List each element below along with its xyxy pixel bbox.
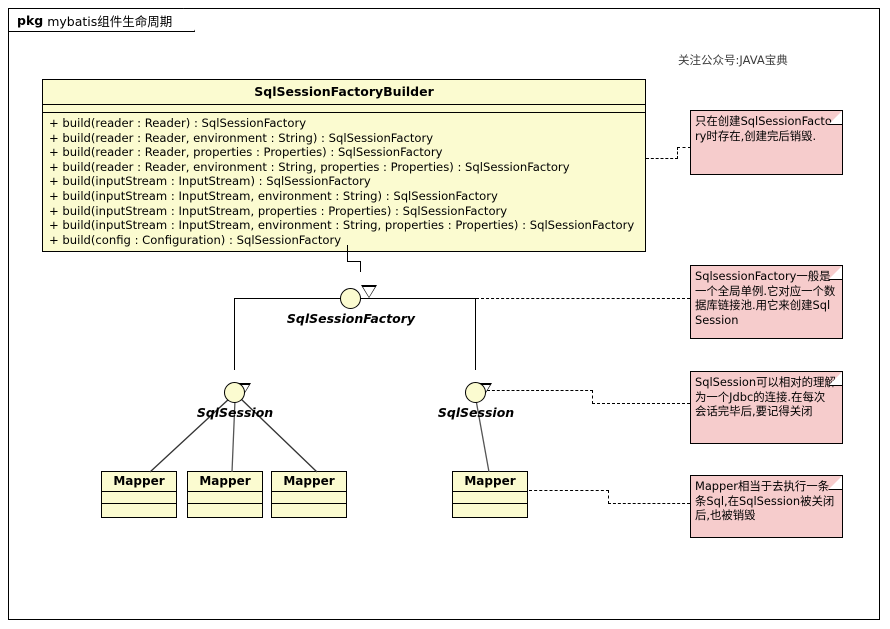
class-operations-compartment: + build(reader : Reader) : SqlSessionFac… <box>43 113 645 251</box>
mapper-operations-compartment <box>188 504 262 515</box>
mapper-name-label: Mapper <box>102 472 176 492</box>
note-anchor-line <box>592 390 593 404</box>
connector-segment <box>347 245 349 262</box>
class-box-sqlsessionfactorybuilder[interactable]: SqlSessionFactoryBuilder + build(reader … <box>42 79 646 253</box>
operation-row: + build(reader : Reader, environment : S… <box>49 130 434 145</box>
interface-label-sqlsessionfactory: SqlSessionFactory <box>286 311 416 326</box>
interface-circle-sqlsession-right[interactable] <box>465 382 486 403</box>
operation-row: + build(inputStream : InputStream) : Sql… <box>49 174 371 189</box>
operation-row: + build(reader : Reader, environment : S… <box>49 159 570 174</box>
connector-segment <box>360 298 476 300</box>
interface-label-sqlsession-left: SqlSession <box>196 405 274 420</box>
connector-segment <box>234 298 236 370</box>
note-anchor-line <box>646 158 678 159</box>
mapper-name-label: Mapper <box>188 472 262 492</box>
operation-row: + build(config : Configuration) : SqlSes… <box>49 232 342 247</box>
mapper-operations-compartment <box>272 504 346 515</box>
class-attributes-compartment <box>43 105 645 113</box>
package-title: mybatis组件生命周期 <box>47 13 173 29</box>
class-box-mapper[interactable]: Mapper <box>271 471 347 518</box>
note-text: Mapper相当于去执行一条条Sql,在SqlSession被关闭后,也被销毁 <box>695 479 835 523</box>
note-session: SqlSession可以相对的理解为一个Jdbc的连接.在每次会话完毕后,要记得… <box>690 371 843 444</box>
mapper-name-label: Mapper <box>453 472 527 492</box>
connector-segment <box>347 261 361 263</box>
connector-segment <box>234 298 341 300</box>
interface-circle-sqlsession-left[interactable] <box>224 382 245 403</box>
interface-label-sqlsession-right: SqlSession <box>437 405 515 420</box>
note-text: SqlSession可以相对的理解为一个Jdbc的连接.在每次会话完毕后,要记得… <box>695 375 836 419</box>
operation-row: + build(inputStream : InputStream, envir… <box>49 188 498 203</box>
mapper-attributes-compartment <box>188 492 262 504</box>
watermark-text: 关注公众号:JAVA宝典 <box>678 53 788 67</box>
package-keyword: pkg <box>17 12 44 28</box>
note-anchor-line <box>677 147 691 148</box>
mapper-attributes-compartment <box>453 492 527 504</box>
note-anchor-line <box>476 298 690 299</box>
package-tab: pkg mybatis组件生命周期 <box>8 8 195 32</box>
class-name-label: SqlSessionFactoryBuilder <box>43 80 645 105</box>
note-anchor-line <box>529 490 609 491</box>
note-anchor-line <box>592 403 690 404</box>
note-text: 只在创建SqlSessionFactory时存在,创建完后销毁. <box>695 114 832 143</box>
class-box-mapper[interactable]: Mapper <box>452 471 528 518</box>
note-anchor-line <box>677 147 678 159</box>
note-anchor-line <box>608 503 690 504</box>
note-mapper: Mapper相当于去执行一条条Sql,在SqlSession被关闭后,也被销毁 <box>690 475 843 538</box>
operation-row: + build(reader : Reader) : SqlSessionFac… <box>49 116 307 130</box>
mapper-operations-compartment <box>102 504 176 515</box>
generalization-arrow-icon <box>361 285 377 298</box>
class-box-mapper[interactable]: Mapper <box>101 471 177 518</box>
mapper-name-label: Mapper <box>272 472 346 492</box>
note-factory: SqlsessionFactory一般是一个全局单例.它对应一个数据库链接池.用… <box>690 265 843 339</box>
connector-segment <box>475 298 477 370</box>
note-fold-icon <box>828 475 843 490</box>
class-box-mapper[interactable]: Mapper <box>187 471 263 518</box>
operation-row: + build(inputStream : InputStream, envir… <box>49 218 635 233</box>
mapper-operations-compartment <box>453 504 527 515</box>
connector-segment <box>360 261 362 272</box>
mapper-attributes-compartment <box>102 492 176 504</box>
note-builder: 只在创建SqlSessionFactory时存在,创建完后销毁. <box>690 110 843 175</box>
interface-circle-sqlsessionfactory[interactable] <box>340 288 361 309</box>
note-anchor-line <box>487 390 593 391</box>
operation-row: + build(reader : Reader, properties : Pr… <box>49 145 443 160</box>
operation-row: + build(inputStream : InputStream, prope… <box>49 203 508 218</box>
mapper-attributes-compartment <box>272 492 346 504</box>
note-text: SqlsessionFactory一般是一个全局单例.它对应一个数据库链接池.用… <box>695 269 836 327</box>
package-frame <box>8 8 880 620</box>
note-anchor-line <box>608 490 609 504</box>
